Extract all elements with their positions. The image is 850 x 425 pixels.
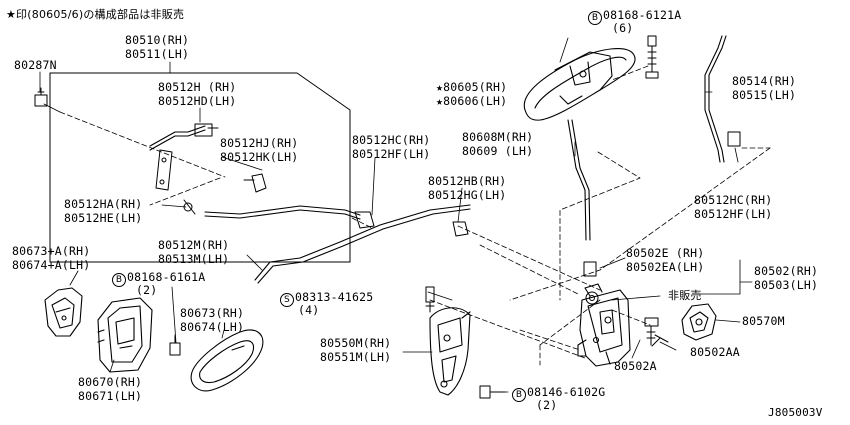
label-80608m: 80608M(RH) [462, 130, 534, 144]
label-80502e: 80502E (RH) [626, 246, 705, 260]
label-80512hg: 80512HG(LH) [428, 188, 507, 202]
bolt-mark-circle: B [512, 388, 526, 402]
bolt-mark-circle: B [112, 273, 126, 287]
escutcheon-part [44, 287, 83, 337]
label-80513m: 80513M(LH) [158, 252, 230, 266]
remote-assembly [429, 307, 471, 396]
label-80512hf-b: 80512HF(LH) [694, 207, 773, 221]
clips [34, 87, 741, 305]
figure-code: J805003V [768, 406, 823, 419]
subassembly-box [49, 72, 351, 263]
label-80512hc-b: 80512HC(RH) [694, 193, 773, 207]
label-80671: 80671(LH) [78, 389, 143, 403]
label-80512hj: 80512HJ(RH) [220, 136, 299, 150]
latch-assembly [577, 283, 631, 367]
label-80502a: 80502A [614, 359, 657, 373]
label-80670: 80670(RH) [78, 375, 143, 389]
bolt-08168-6161a-qty: (2) [136, 283, 158, 297]
label-80512he: 80512HE(LH) [64, 211, 143, 225]
label-80550m: 80550M(RH) [320, 336, 392, 350]
label-80512ha: 80512HA(RH) [64, 197, 143, 211]
dashed-lines [59, 65, 771, 366]
label-80606: ★80606(LH) [436, 94, 508, 108]
label-80673a: 80673+A(RH) [12, 244, 91, 258]
rods [149, 35, 727, 284]
screw-mark-circle: S [280, 293, 294, 307]
label-80570m: 80570M [742, 314, 785, 328]
bolt-08168-6121a-qty: (6) [612, 21, 634, 35]
inside-handle-part [97, 297, 153, 373]
label-80502ea: 80502EA(LH) [626, 260, 705, 274]
label-80510: 80510(RH) [125, 33, 190, 47]
label-80511: 80511(LH) [125, 47, 190, 61]
label-80605: ★80605(RH) [436, 80, 508, 94]
screw-08313-41625-qty: (4) [298, 303, 320, 317]
outside-handle [523, 48, 636, 121]
label-80515: 80515(LH) [732, 88, 797, 102]
cover-part [681, 303, 717, 341]
label-hikanbai: 非販売 [668, 289, 702, 302]
label-80512hf-a: 80512HF(LH) [352, 147, 431, 161]
bolt-08168-6121a-number: 08168-6121A [603, 8, 682, 22]
label-80674a: 80674+A(LH) [12, 258, 91, 272]
label-80503: 80503(LH) [754, 278, 819, 292]
bolt-08146-6102g-qty: (2) [536, 398, 558, 412]
label-80502aa: 80502AA [690, 345, 740, 359]
label-80551m: 80551M(LH) [320, 350, 392, 364]
label-80512m: 80512M(RH) [158, 238, 230, 252]
label-80674: 80674(LH) [180, 320, 245, 334]
screw-08313-41625-number: 08313-41625 [295, 290, 374, 304]
bolts [169, 35, 669, 399]
bolt-08146-6102g-number: 08146-6102G [527, 385, 606, 399]
label-80609: 80609 (LH) [462, 144, 534, 158]
leader-lines [39, 37, 753, 393]
label-80512h: 80512H (RH) [158, 80, 237, 94]
bezel-part [190, 329, 264, 392]
label-80512hb: 80512HB(RH) [428, 174, 507, 188]
label-80502: 80502(RH) [754, 264, 819, 278]
label-80512hd: 80512HD(LH) [158, 94, 237, 108]
bolt-08168-6161a-number: 08168-6161A [127, 270, 206, 284]
bolt-mark-circle: B [588, 11, 602, 25]
label-80512hk: 80512HK(LH) [220, 150, 299, 164]
label-80673: 80673(RH) [180, 306, 245, 320]
label-80287n: 80287N [14, 58, 57, 72]
note-text: ★印(80605/6)の構成部品は非販売 [6, 8, 185, 21]
label-80514: 80514(RH) [732, 74, 797, 88]
label-80512hc-a: 80512HC(RH) [352, 133, 431, 147]
